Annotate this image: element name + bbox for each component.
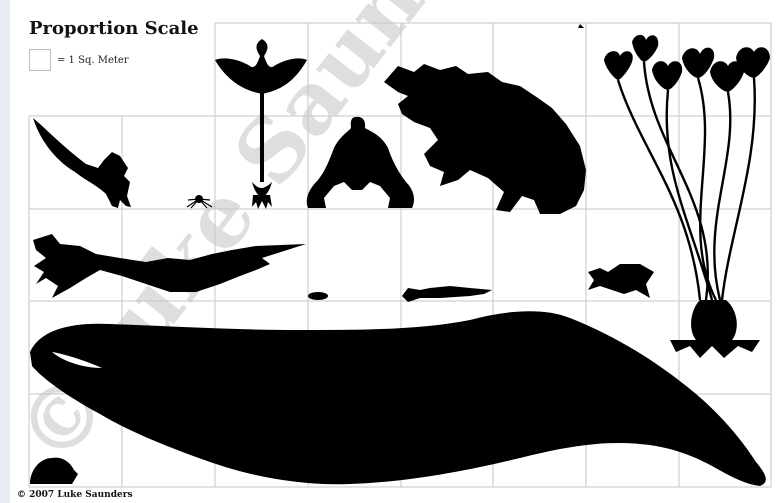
decorative-mark-icon	[578, 24, 584, 28]
giant-whale-silhouette	[30, 311, 766, 486]
copyright-notice: © 2007 Luke Saunders	[17, 490, 133, 500]
legend-label: = 1 Sq. Meter	[57, 55, 129, 66]
page-title: Proportion Scale	[29, 18, 199, 39]
shark-silhouette	[402, 286, 492, 302]
spiny-fish-silhouette	[588, 264, 654, 298]
coastal-serpent-silhouette	[33, 118, 131, 208]
small-fish-silhouette	[308, 292, 328, 300]
kaiju-beast-silhouette	[384, 64, 586, 214]
scale-legend: = 1 Sq. Meter	[29, 49, 129, 71]
lily-stalk-cluster-silhouette	[604, 35, 770, 358]
square-meter-swatch	[29, 49, 51, 71]
